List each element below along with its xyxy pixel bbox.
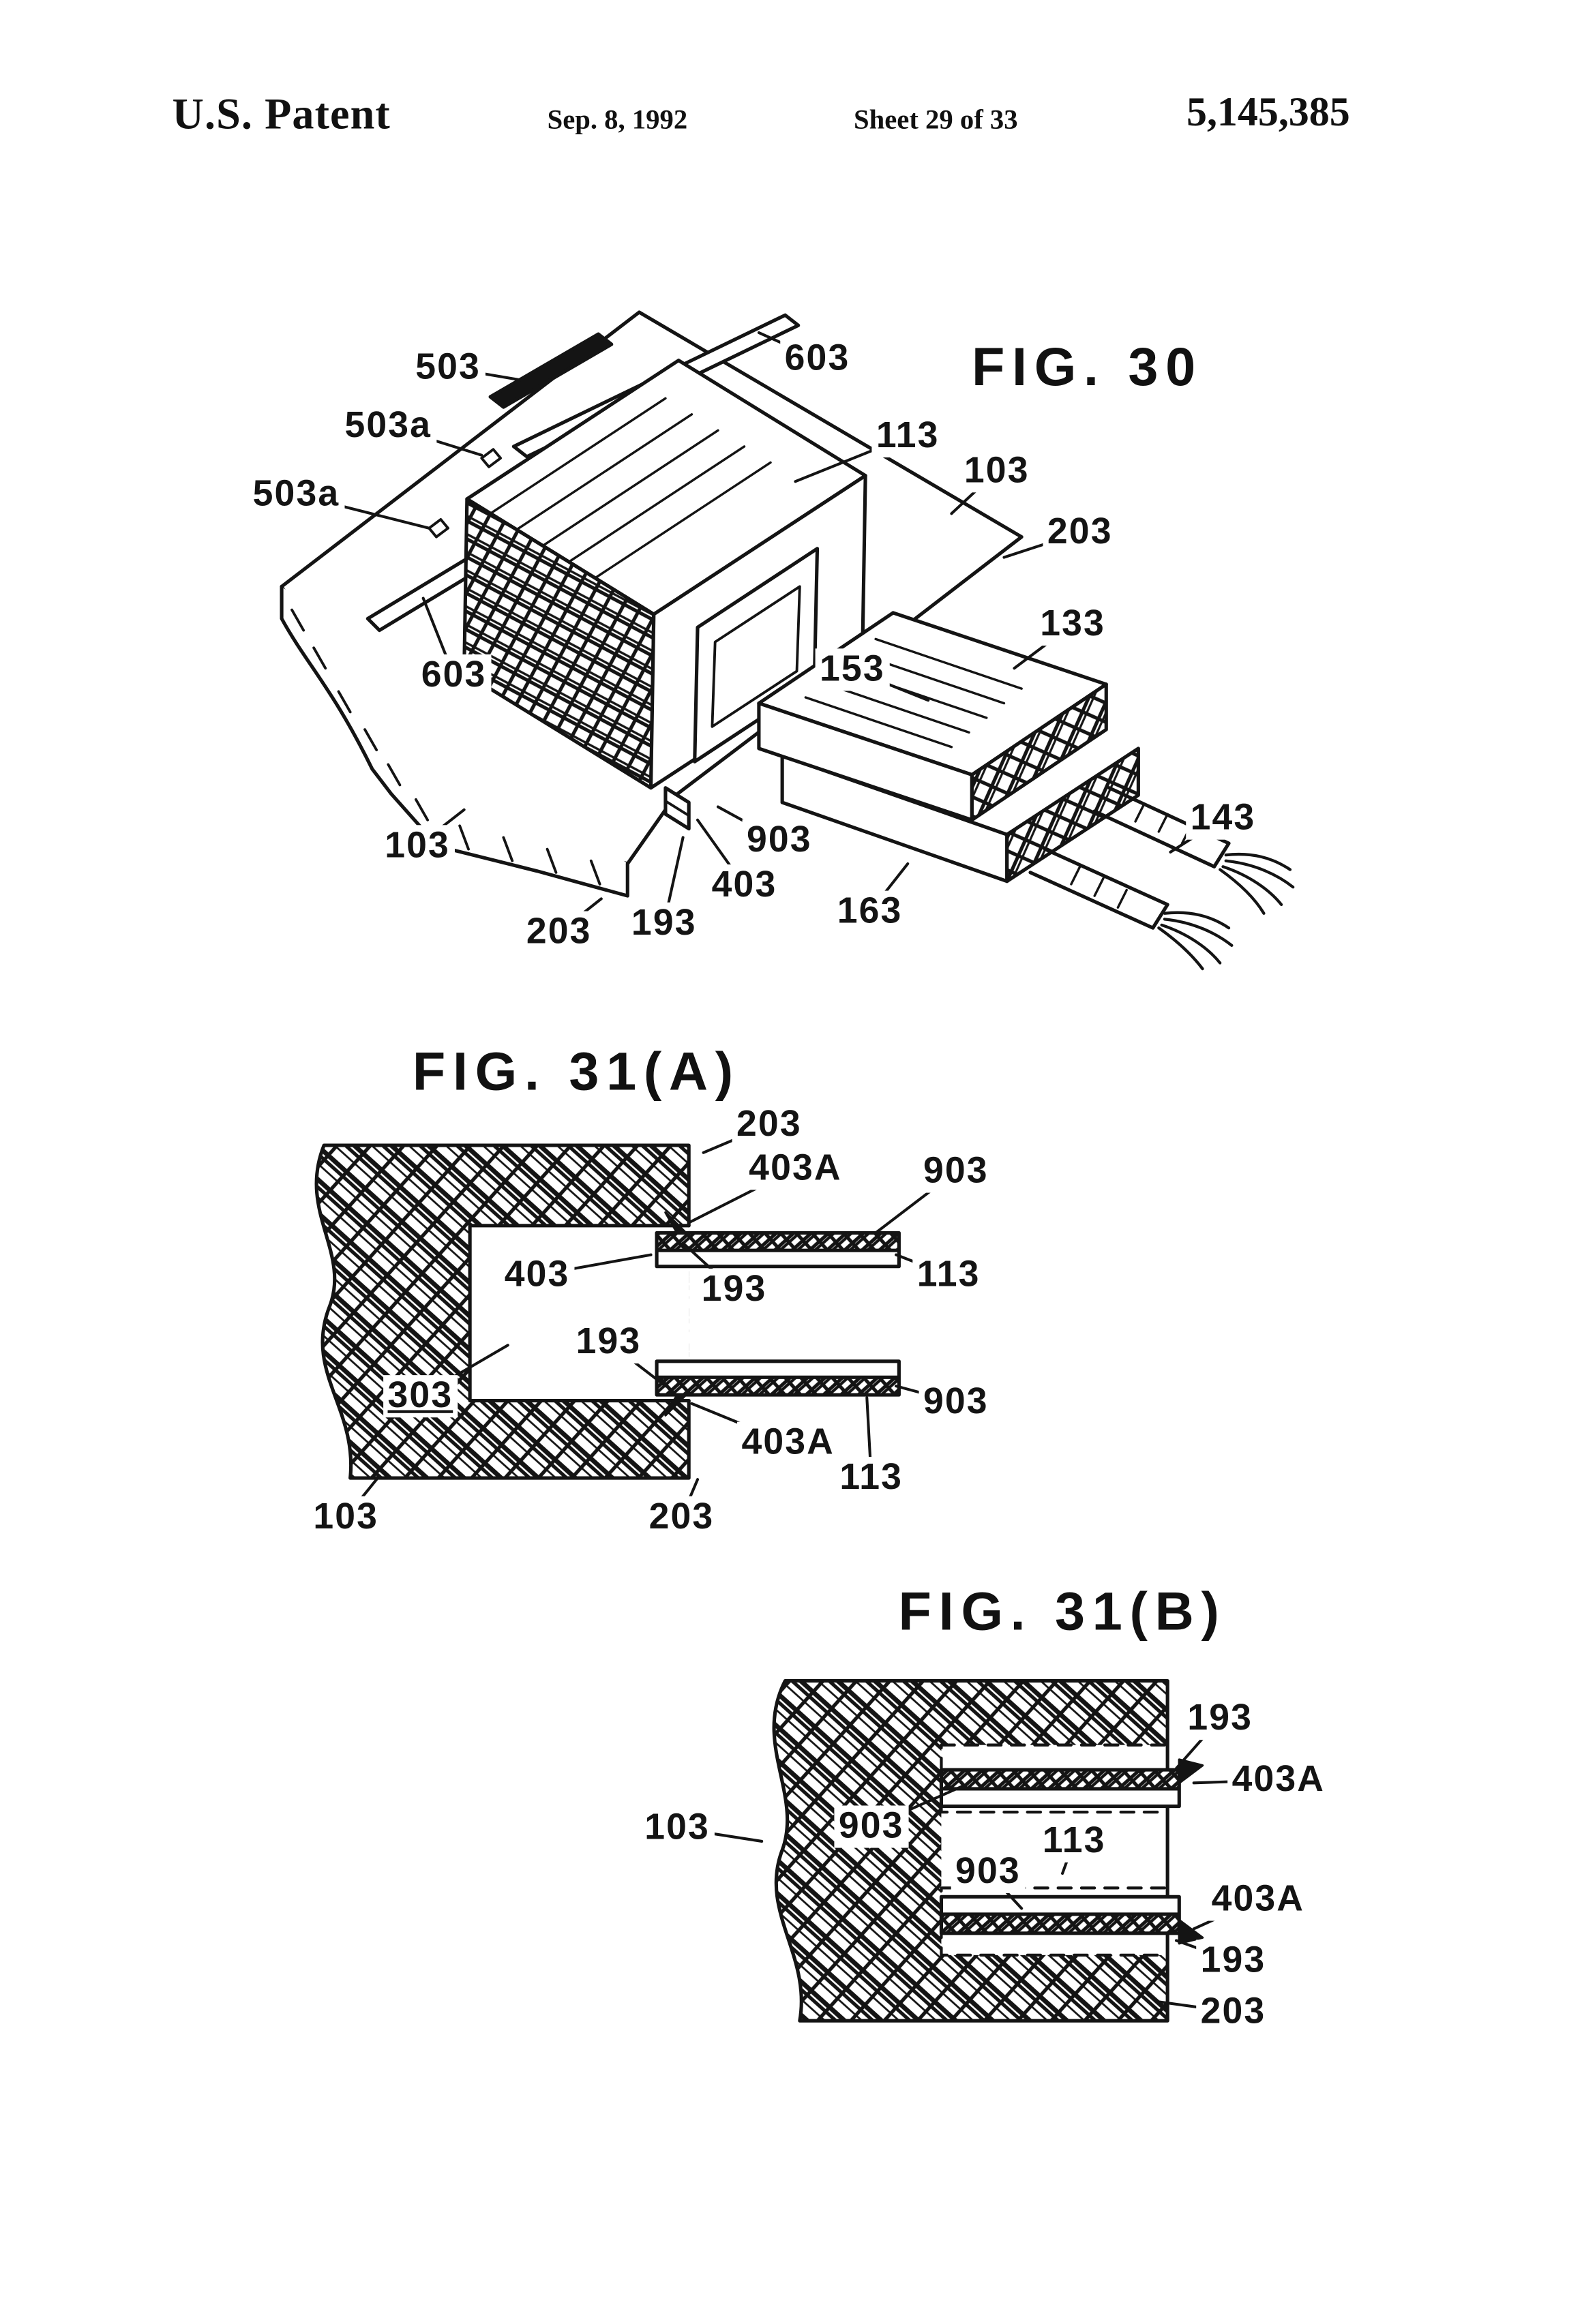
top-wall-113 <box>657 1250 899 1267</box>
top-adhesive-903 <box>941 1770 1180 1789</box>
patent-number: 5,145,385 <box>1186 90 1350 136</box>
plate-thickness-edge <box>280 584 629 898</box>
fig31b-leader-403A <box>1192 1779 1280 1785</box>
top-wall-113 <box>941 1788 1180 1807</box>
fig30-leader-403 <box>696 818 746 888</box>
housing-bottom-latch-line <box>664 800 691 817</box>
wall-block-outline <box>772 1678 1169 2023</box>
fig31b-leader-203 <box>1157 2000 1235 2014</box>
top-wall-lines <box>939 1768 1181 1809</box>
fig30-leader-503 <box>447 366 536 384</box>
fig31a-leader-113 <box>895 1253 951 1277</box>
fig31a-leader-403A <box>690 1402 790 1445</box>
housing-top-shading <box>489 397 772 579</box>
bar-tab-503a-upper <box>480 448 503 468</box>
fig30-leader-603 <box>757 331 819 361</box>
top-barb-403a <box>1178 1758 1204 1785</box>
fig31b-leader-193 <box>1174 1939 1235 1963</box>
fig30-leader-503a <box>387 424 483 457</box>
bar-tab-503a-lower <box>428 517 449 539</box>
hole-outline <box>468 1224 691 1403</box>
upper-slab-right-face <box>970 682 1108 822</box>
sheet-number: Sheet 29 of 33 <box>854 105 1018 136</box>
top-wall-lines <box>655 1231 901 1269</box>
bottom-wall-113 <box>941 1897 1180 1914</box>
bottom-wall-lines <box>939 1895 1181 1935</box>
bottom-wall-lines <box>655 1359 901 1397</box>
fig31a-leader-403A <box>687 1167 797 1224</box>
cable-1-strands <box>1219 852 1295 915</box>
top-adhesive-903 <box>657 1233 899 1251</box>
fig30-leader-163 <box>868 862 910 914</box>
fig31a-leader-203 <box>680 1478 700 1519</box>
patent-title: U.S. Patent <box>172 90 391 139</box>
cable-2-ticks <box>1070 865 1128 909</box>
bottom-adhesive-903 <box>941 1914 1180 1933</box>
wall-block-outline <box>314 1143 691 1480</box>
fig31b-leader-103 <box>676 1826 764 1843</box>
fig31b-leader-193 <box>1174 1717 1222 1770</box>
bottom-wall-113 <box>657 1361 899 1378</box>
bus-bar-dark-503 <box>488 332 614 409</box>
fig30-line-art <box>280 310 1295 971</box>
fig31b-line-art <box>772 1678 1204 2023</box>
fig30-leader-193 <box>662 836 685 925</box>
bottom-adhesive-903 <box>657 1377 899 1395</box>
plate-thickness-hatch <box>290 608 601 886</box>
bottom-barb-403a <box>664 1393 687 1417</box>
fig30-leader-203 <box>557 897 603 934</box>
housing-opening-inner <box>711 585 801 728</box>
fig31a-leader-103 <box>344 1478 378 1519</box>
fig30-leader-903 <box>716 805 781 842</box>
patent-date: Sep. 8, 1992 <box>547 105 688 136</box>
top-barb-403a <box>664 1211 687 1235</box>
fig31a-leader-203 <box>702 1123 771 1154</box>
fig31a-leader-903 <box>874 1170 957 1235</box>
cable-2-strands <box>1157 911 1234 971</box>
cable-2-body <box>1028 847 1169 930</box>
fig31a-leader-113 <box>865 1396 873 1480</box>
fig31b-leader-403A <box>1192 1898 1259 1931</box>
lower-slab-right-face <box>1005 746 1140 884</box>
fig31a-leader-903 <box>895 1385 957 1404</box>
bottom-barb-403a <box>1178 1918 1204 1945</box>
fig31a-line-art <box>314 1143 901 1480</box>
